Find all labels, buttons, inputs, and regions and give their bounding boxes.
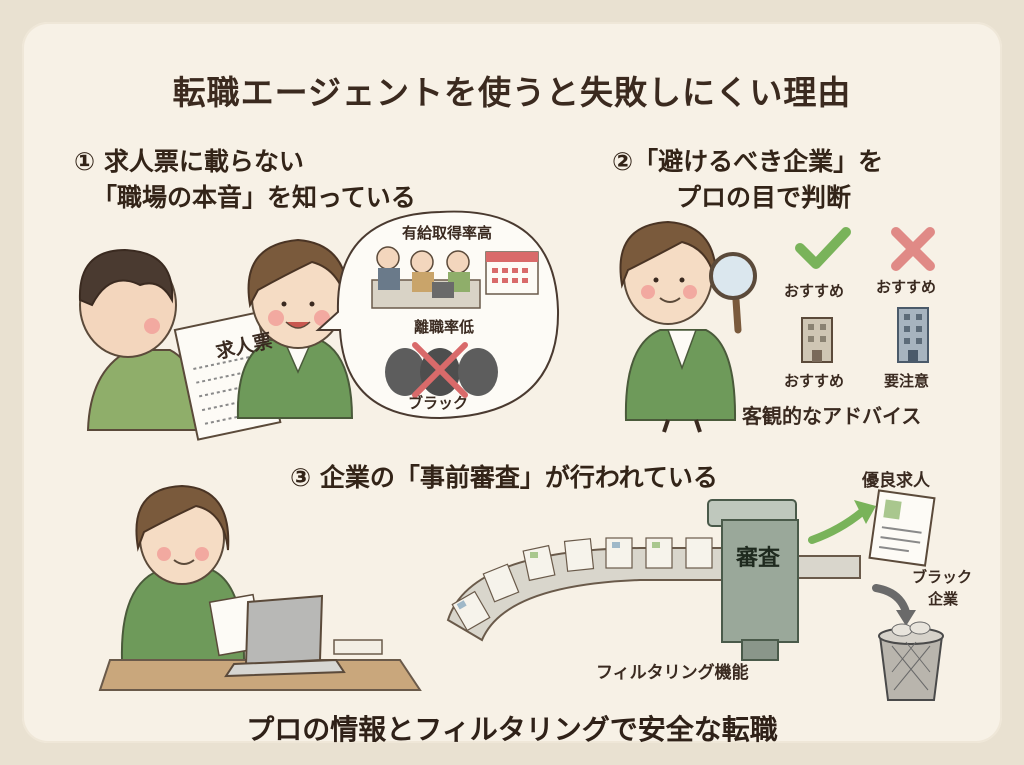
approved-arrow-icon — [808, 508, 866, 544]
black-company-label-line1: ブラック — [912, 568, 973, 586]
agent-woman-figure — [236, 238, 354, 419]
bubble-text-paid-leave: 有給取得率高 — [402, 224, 493, 242]
cross-label: おすすめ — [876, 278, 937, 296]
filtering-caption: フィルタリング機能 — [596, 663, 749, 683]
black-company-label-line2: 企業 — [928, 590, 959, 608]
trash-can-icon — [878, 621, 944, 701]
section2-heading-line1: ②「避けるべき企業」を — [612, 147, 884, 176]
advisor-woman-figure — [619, 220, 757, 433]
section3-heading: ③ 企業の「事前審査」が行われている — [290, 463, 718, 492]
rejected-arrowhead — [896, 610, 916, 626]
objective-advice-caption: 客観的なアドバイス — [742, 404, 922, 428]
job-seeker-figure — [78, 248, 207, 431]
review-machine-label: 審査 — [736, 546, 781, 571]
footer-caption: プロの情報とフィルタリングで安全な転職 — [246, 713, 778, 746]
good-job-label: 優良求人 — [862, 471, 930, 491]
reviewer-woman-figure — [98, 484, 422, 691]
building-icon-recommended — [801, 317, 833, 363]
building1-label: おすすめ — [784, 372, 845, 390]
filter-conveyor — [446, 537, 861, 642]
page-title: 転職エージェントを使うと失敗しにくい理由 — [172, 73, 852, 112]
section1-heading-line2: 「職場の本音」を知っている — [92, 183, 416, 212]
approved-arrowhead — [854, 500, 876, 524]
section2-heading-line2: プロの目で判断 — [676, 183, 852, 212]
info-speech-bubble — [315, 210, 560, 420]
rejected-arrow-icon — [872, 584, 910, 616]
section1-heading-line1: ① 求人票に載らない — [74, 147, 304, 176]
check-label: おすすめ — [784, 282, 845, 300]
good-job-card — [868, 489, 936, 567]
bubble-text-low-turnover: 離職率低 — [414, 318, 475, 336]
bubble-text-black: ブラック — [408, 394, 469, 412]
check-mark-icon — [795, 227, 851, 269]
review-machine — [707, 499, 799, 661]
building-icon-caution — [897, 307, 929, 363]
building2-label: 要注意 — [884, 372, 930, 390]
cross-mark-icon — [891, 227, 935, 271]
